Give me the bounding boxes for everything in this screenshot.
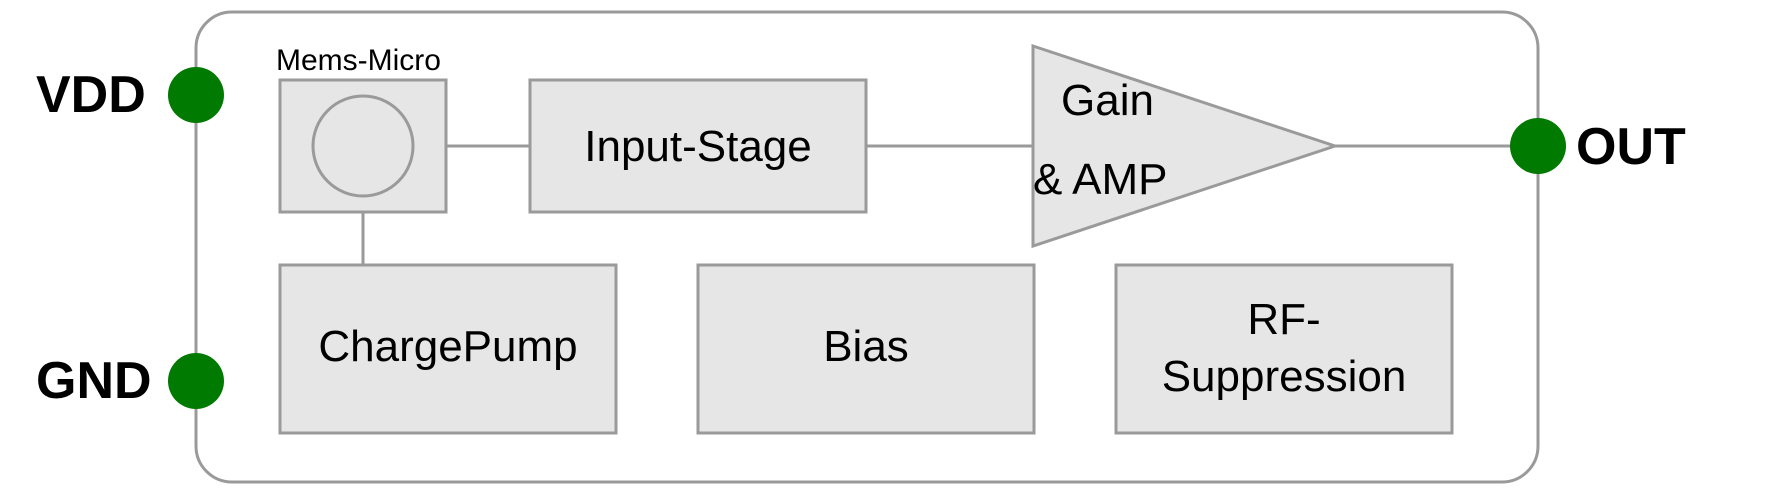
rf-label-line1: RF-	[1247, 295, 1320, 344]
charge-pump-block	[278, 263, 618, 435]
gain-label-line1: Gain	[1061, 76, 1154, 125]
gain-label-line2: & AMP	[1033, 155, 1168, 204]
mic-label: Mems-Micro	[276, 44, 441, 77]
input-stage-block	[528, 78, 868, 214]
gain-amp-block	[1031, 43, 1340, 249]
out-pin-dot	[1510, 118, 1566, 174]
input-stage-label: Input-Stage	[584, 122, 812, 171]
gnd-pin-label: GND	[36, 352, 152, 410]
out-pin-label: OUT	[1576, 118, 1686, 176]
vdd-pin-dot	[168, 67, 224, 123]
gnd-pin-dot	[168, 353, 224, 409]
bias-label: Bias	[823, 322, 909, 371]
microphone-icon	[311, 94, 415, 198]
vdd-pin-label: VDD	[36, 66, 146, 124]
bias-block	[696, 263, 1036, 435]
rf-label-line2: Suppression	[1162, 352, 1407, 401]
charge-pump-label: ChargePump	[318, 322, 577, 371]
rf-suppression-block	[1114, 263, 1454, 435]
